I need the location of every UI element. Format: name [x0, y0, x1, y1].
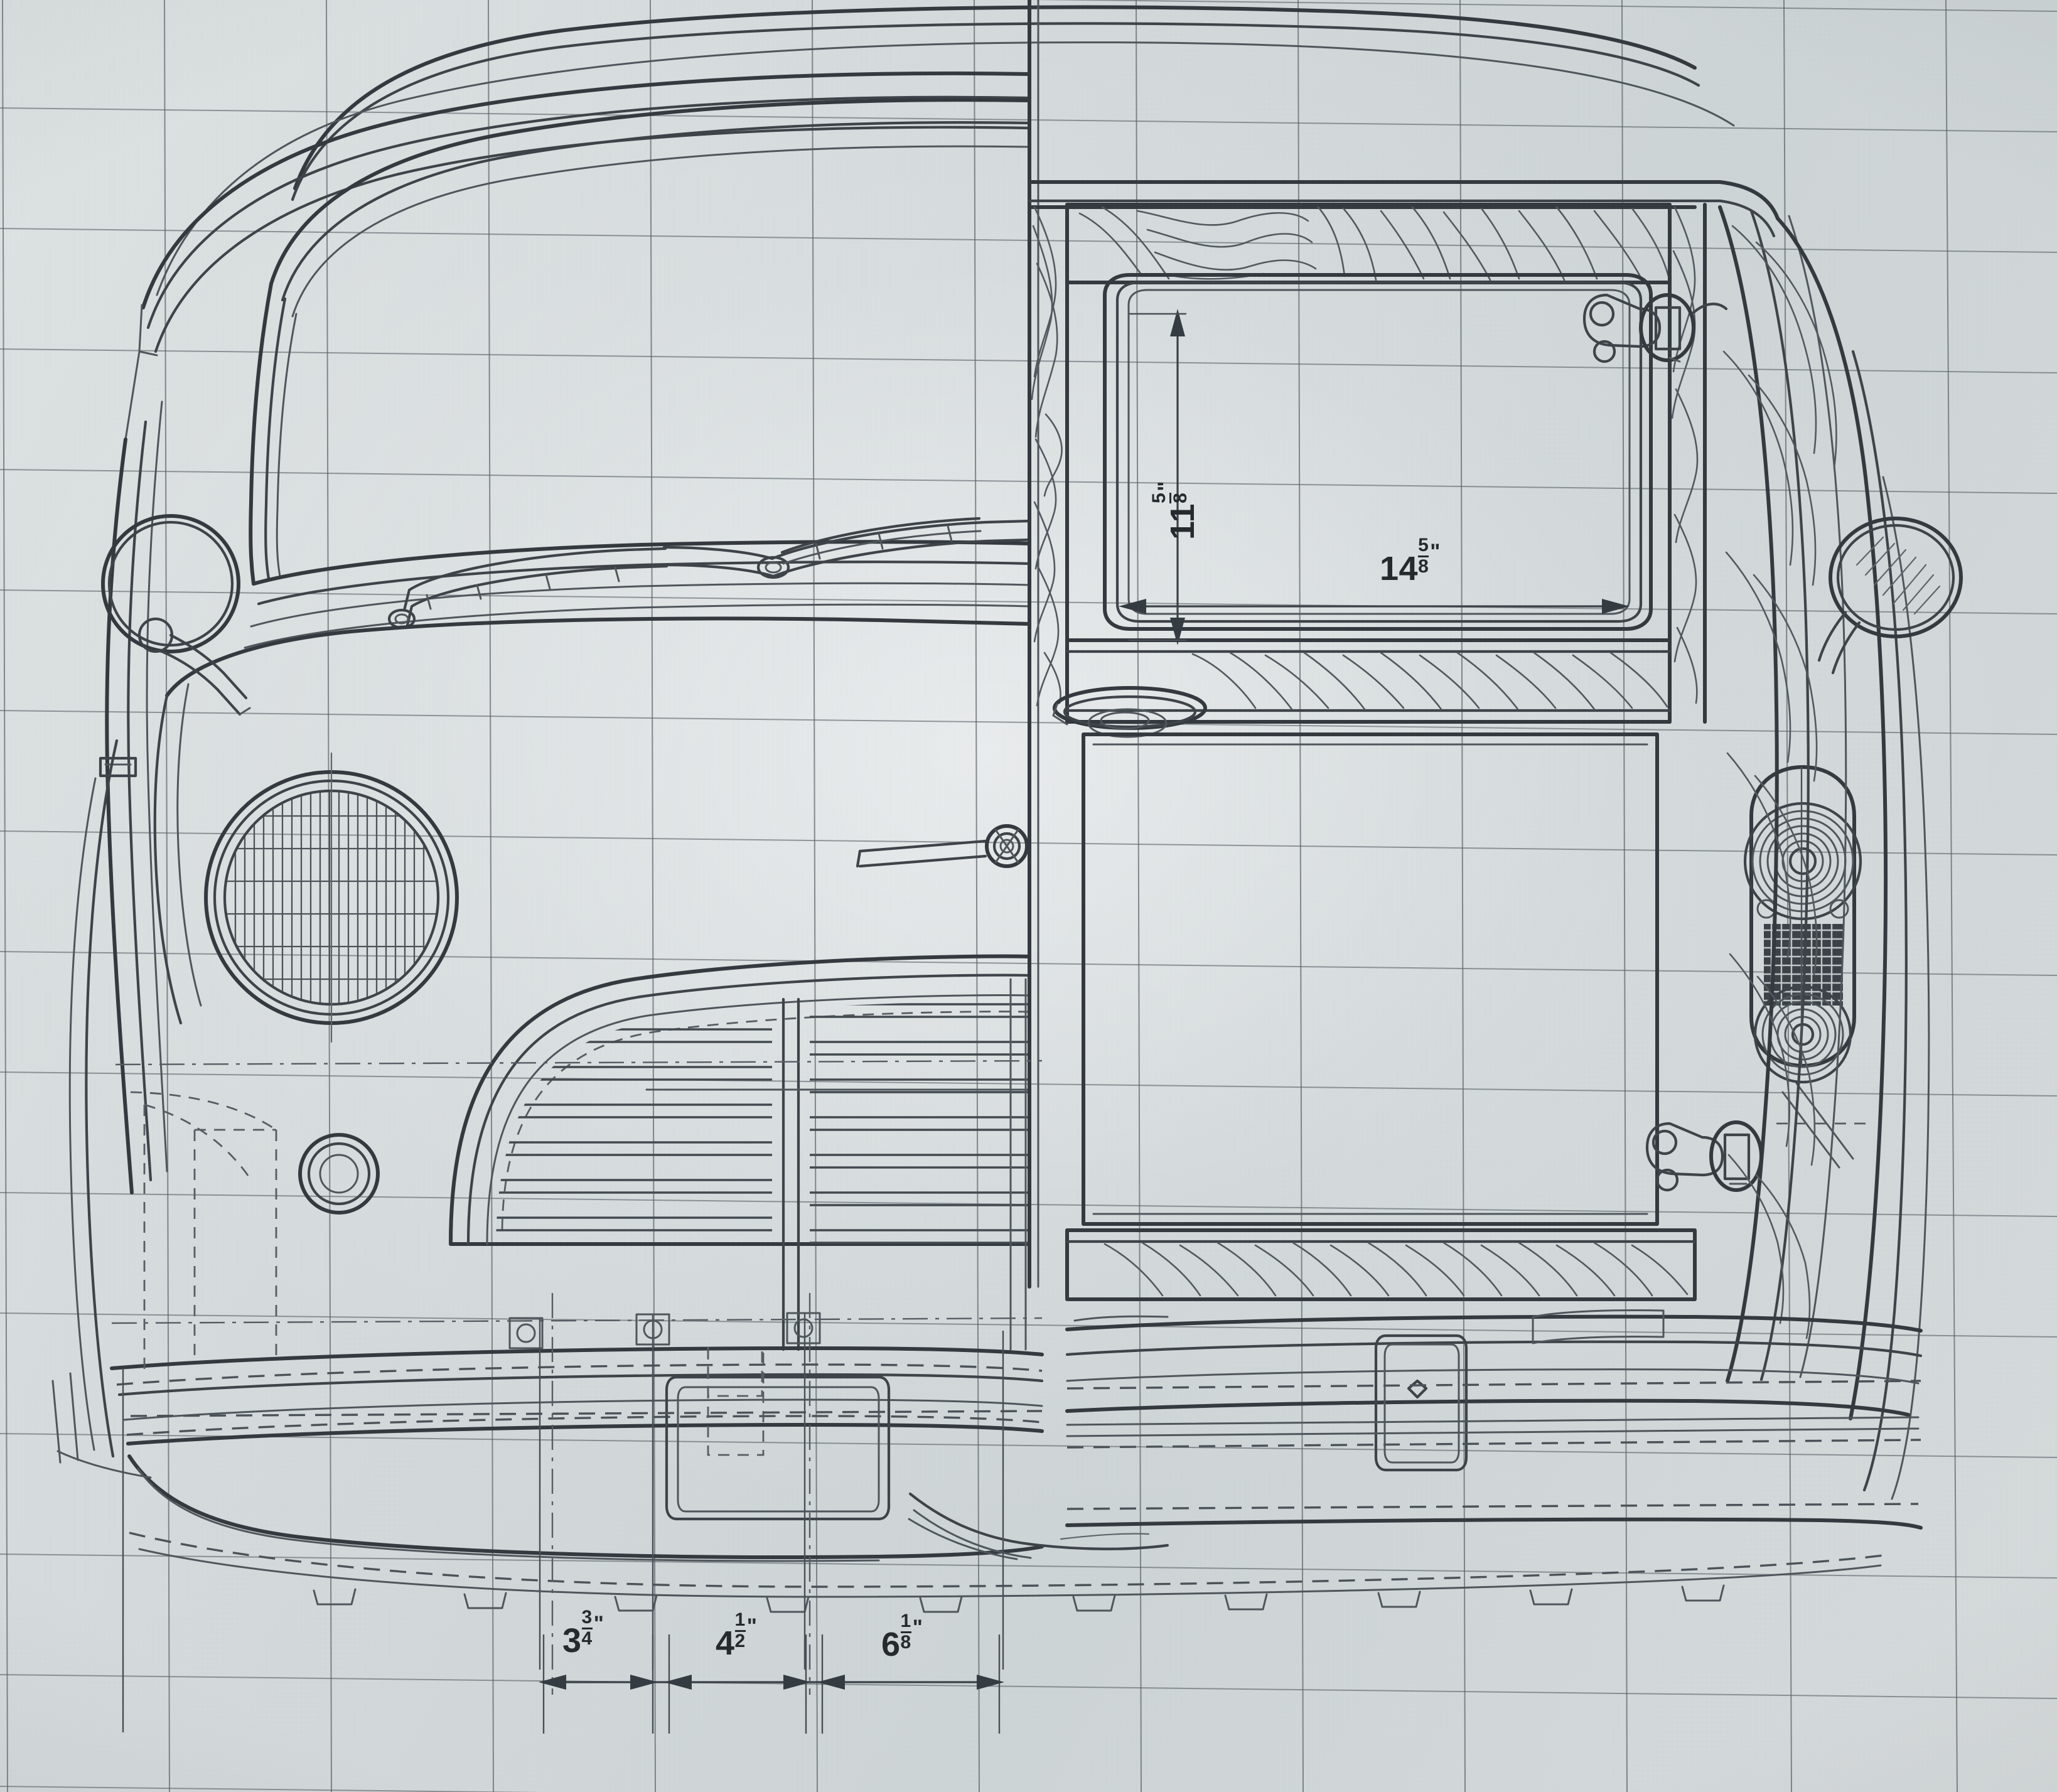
- rear-door-lower-panel: [1082, 732, 1659, 1226]
- wood-grain-top-rail: [1078, 206, 1670, 281]
- windscreen: [244, 98, 1031, 649]
- rear-door-left-pillar-wood: [1028, 203, 1707, 724]
- rear-bumper: [1065, 1309, 1923, 1417]
- rear-lower-valance: [1065, 1380, 1923, 1530]
- rear-door-upper-hinge: [1582, 293, 1728, 363]
- front-bumper: [110, 1346, 1044, 1446]
- rear-door-top-rail-wood: [1065, 203, 1672, 284]
- wood-grain-rear-quarter: [1722, 225, 1837, 1339]
- front-grille: [449, 954, 1031, 1351]
- construction-lines: [122, 767, 1803, 1732]
- front-rocker-rails: [51, 1372, 1043, 1479]
- front-left-trim: [99, 756, 137, 778]
- chassis-bottom-scallops: [129, 1532, 1884, 1613]
- mirror-hatching: [1856, 536, 1941, 615]
- bonnet-release-handle: [856, 824, 1029, 868]
- dimension-rear-window-width: [1119, 599, 1630, 614]
- front-roof-gutter: [124, 71, 1031, 441]
- headlamp: [204, 752, 459, 1043]
- front-lower-valance: [127, 1348, 1044, 1562]
- wood-grain-bottom-rail: [1104, 1242, 1689, 1297]
- side-lamp: [298, 1133, 380, 1215]
- rear-door-waist-rail-wood: [1065, 638, 1672, 724]
- front-left-body-side: [105, 400, 168, 1194]
- rear-door-window: [1103, 273, 1653, 631]
- front-left-wing-arch: [68, 739, 252, 1458]
- bonnet-nose: [153, 616, 1031, 1025]
- rear-quarter-wood-frame: [1718, 205, 1847, 1383]
- front-hidden-structure: [111, 1060, 1043, 1356]
- dimension-chain-front-valance: [539, 1634, 1004, 1734]
- front-bumper-brackets: [508, 1312, 821, 1397]
- wood-grain-waist-rail: [1191, 652, 1668, 711]
- wood-grain-left-pillar: [1031, 206, 1063, 707]
- rear-body-side-outer: [1776, 217, 1930, 1500]
- dimension-rear-window-height: [1129, 309, 1186, 645]
- roof-group: [156, 5, 1735, 296]
- rear-door-bottom-rail-wood: [1065, 1228, 1697, 1301]
- rear-roof-rail: [1028, 180, 1780, 238]
- wood-grain-right-pillar: [1671, 206, 1699, 704]
- tail-lamp-upper-lens: [1743, 802, 1862, 921]
- exhaust-tailpipe: [908, 1492, 1169, 1559]
- wing-mirror: [101, 514, 251, 716]
- rear-door-handle: [1052, 686, 1207, 738]
- rear-wing-mirror: [1817, 517, 1963, 675]
- centre-lines: [551, 1293, 811, 1695]
